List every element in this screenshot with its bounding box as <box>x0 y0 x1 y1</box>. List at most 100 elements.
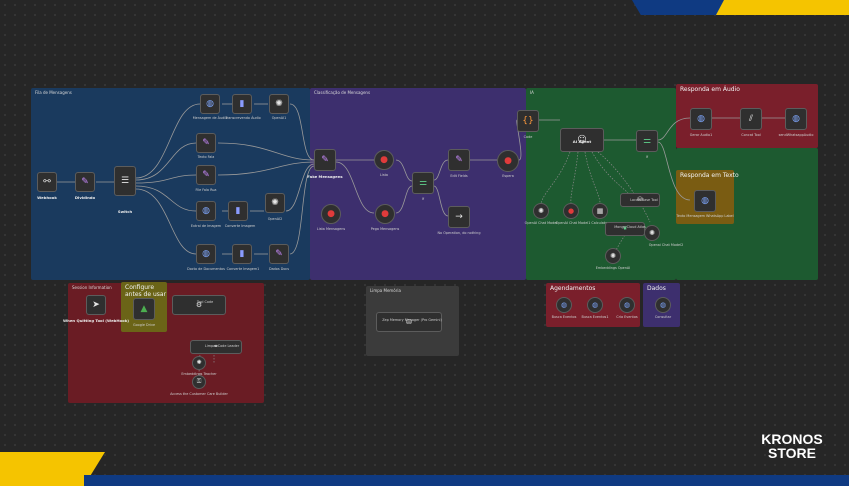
dados-docs-node[interactable]: ✎ <box>269 244 289 264</box>
arrow-right-icon: → <box>455 211 463 222</box>
pega-mensagens-node[interactable]: ● <box>375 204 395 224</box>
brand-logo: KRONOS STORE <box>752 432 832 460</box>
openai-icon: ✺ <box>649 228 655 237</box>
calendar-icon: ◍ <box>623 300 631 309</box>
switch-icon: ☰ <box>120 175 130 186</box>
transcreve-node[interactable]: ▮ <box>232 94 252 114</box>
pencil-icon: ✎ <box>321 154 329 165</box>
texto-label: Texto Fala <box>197 155 215 159</box>
docx-node[interactable]: ◍ <box>196 244 216 264</box>
gerar-audio-node[interactable]: ◍ <box>690 108 712 130</box>
embeddings-node[interactable]: ✺ <box>605 248 621 264</box>
busca-evento-node[interactable]: ◍ <box>556 297 572 313</box>
msg-audio-label: Mensagem de Áudio <box>192 116 228 120</box>
sticky-responda-audio-title: Responda em Áudio <box>680 86 740 93</box>
globe-icon: ◍ <box>659 300 667 309</box>
sticky-ia-title: IA <box>530 90 534 95</box>
lacre-node[interactable]: ⛁ <box>620 193 660 207</box>
top-right-blue-stripe <box>632 0 742 15</box>
ocr-node[interactable]: ✺ <box>644 225 660 241</box>
mongo-label: Mongo Cloud Atlas <box>614 225 646 229</box>
sticky-limpa-title: Limpa Memória <box>370 288 401 293</box>
if2-node[interactable]: ⚌ <box>636 130 658 152</box>
espera-node[interactable]: ● <box>497 150 519 172</box>
when-quitting-node[interactable]: ➤ <box>86 295 106 315</box>
globe-icon: ◍ <box>206 98 214 109</box>
converte-imagem-node[interactable]: ▮ <box>228 201 248 221</box>
robot-icon: ☺ <box>577 134 587 145</box>
transcreve-label: Transcrevendo Áudio <box>225 116 261 120</box>
ai-agent-node[interactable]: ☺ <box>560 128 604 152</box>
code-node[interactable]: {} <box>517 110 539 132</box>
send-audio-label: sendWhatsappAudio <box>778 133 814 137</box>
calendar-icon: ◍ <box>591 300 599 309</box>
busca-evento2-label: Busca Eventos1 <box>581 315 609 319</box>
zep-label: Zep Memory Manager (Pro Gemini) <box>382 318 442 322</box>
redis-icon: ● <box>567 206 575 215</box>
sticky-dados-title: Dados <box>647 285 666 292</box>
file-fala-node[interactable]: ✎ <box>196 165 216 185</box>
fake-node[interactable]: ✎ <box>314 149 336 171</box>
globe-icon: ◍ <box>792 113 800 124</box>
access-token-node[interactable]: ⚿ <box>192 375 206 389</box>
if-node[interactable]: ⚌ <box>412 172 434 194</box>
google-drive-icon: ▲ <box>140 303 148 314</box>
database-icon: ⛁ <box>406 317 412 326</box>
embeddings-label: Embeddings OpenAI <box>595 266 631 270</box>
openai2-node[interactable]: ✺ <box>265 193 285 213</box>
embeddings2-label: Embeddings Teacher <box>181 372 217 376</box>
consultar-node[interactable]: ◍ <box>655 297 671 313</box>
msg-audio-node[interactable]: ◍ <box>200 94 220 114</box>
dados-docs-label: Dados Docs <box>268 267 290 271</box>
cria-evento-label: Cria Eventos <box>616 315 638 319</box>
brand-line1: KRONOS <box>761 431 823 447</box>
lacre-label: Locais Base Tool <box>630 198 658 202</box>
fake-label: Fake Mensagens <box>307 174 343 179</box>
zep-node[interactable]: ⛁ <box>376 312 442 332</box>
busca-evento2-node[interactable]: ◍ <box>587 297 603 313</box>
dividindo-node[interactable]: ✎ <box>75 172 95 192</box>
brand-line2: STORE <box>768 445 816 461</box>
espera-label: Espera <box>502 174 514 178</box>
sticky-fila-title: Fila de Mensagens <box>35 90 72 95</box>
tool-entry-node[interactable]: ⚙ <box>172 295 226 315</box>
extrai-imagem-node[interactable]: ◍ <box>196 201 216 221</box>
openai-chat-node[interactable]: ✺ <box>533 203 549 219</box>
code-icon: {} <box>522 115 534 126</box>
cria-evento-node[interactable]: ◍ <box>619 297 635 313</box>
calculator-node[interactable]: ▦ <box>592 203 608 219</box>
edit-fields-label: Edit Fields <box>450 174 468 178</box>
lista-node[interactable]: ● <box>374 150 394 170</box>
globe-icon: ◍ <box>202 248 210 259</box>
openai-icon: ✺ <box>275 98 283 109</box>
lista-mensagens-node[interactable]: ● <box>321 204 341 224</box>
sticky-dados[interactable]: Dados <box>643 283 680 327</box>
openai1-label: OpenAI1 <box>271 116 287 120</box>
edit-fields-node[interactable]: ✎ <box>448 149 470 171</box>
if-icon: ⚌ <box>418 177 428 188</box>
webhook-node[interactable]: ⚯ <box>37 172 57 192</box>
sticky-session-title: Session Information <box>72 285 112 290</box>
ai-agent-label: AI Agent <box>572 139 592 144</box>
texto-whats-node[interactable]: ◍ <box>694 190 716 212</box>
code-label: Code <box>523 135 533 139</box>
ocr-label: Openai Chat Model2 <box>648 243 684 247</box>
texto-node[interactable]: ✎ <box>196 133 216 153</box>
globe-icon: ◍ <box>697 113 705 124</box>
globe-icon: ◍ <box>202 205 210 216</box>
no-op-node[interactable]: → <box>448 206 470 228</box>
google-drive-node[interactable]: ▲ <box>133 298 155 320</box>
limpar-node[interactable]: ⚭ <box>190 340 242 354</box>
google-drive-label: Google Drive <box>132 323 156 327</box>
converte-imagem2-node[interactable]: ▮ <box>232 244 252 264</box>
if-label: If <box>421 197 425 201</box>
switch-node[interactable]: ☰ <box>114 166 136 196</box>
redis-memory-node[interactable]: ● <box>563 203 579 219</box>
openai1-node[interactable]: ✺ <box>269 94 289 114</box>
tool-entry-label: Tool Code <box>196 300 214 304</box>
embeddings2-node[interactable]: ✺ <box>192 356 206 370</box>
send-audio-node[interactable]: ◍ <box>785 108 807 130</box>
pencil-icon: ✎ <box>455 154 463 165</box>
concat-tool-node[interactable]: ⫽ <box>740 108 762 130</box>
